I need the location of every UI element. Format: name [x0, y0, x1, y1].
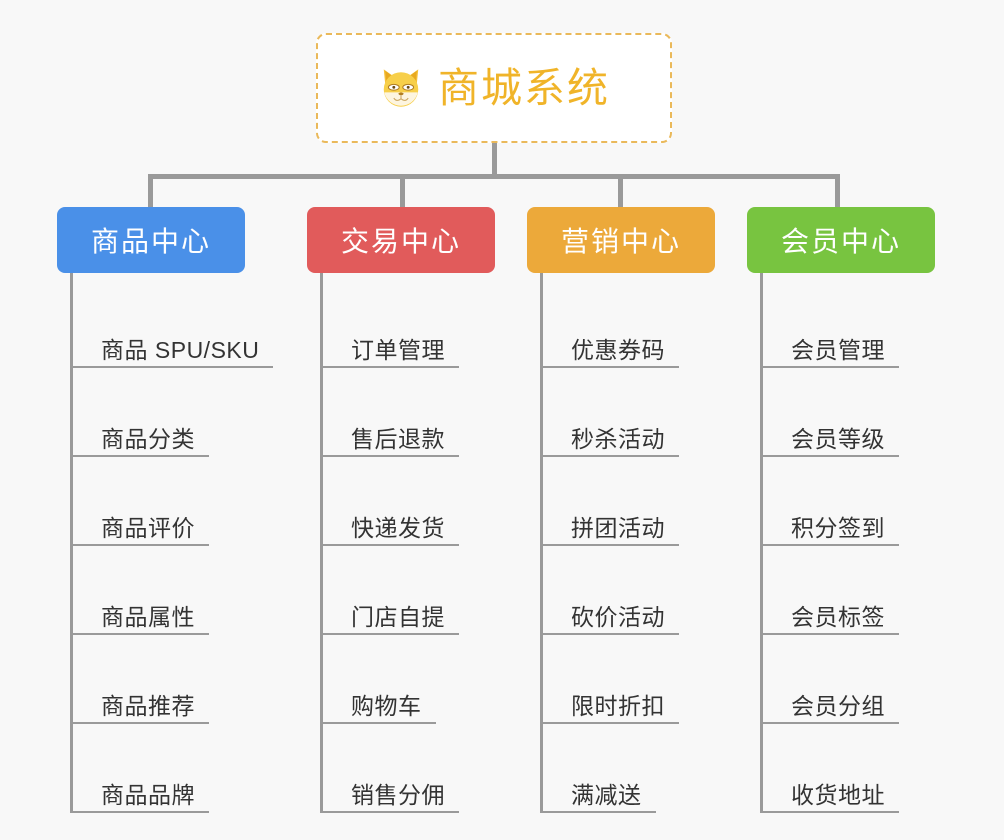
- branch-leaf-list-2: 优惠券码 秒杀活动 拼团活动 砍价活动 限时折扣 满减送: [540, 273, 715, 813]
- connector-root-stem: [492, 143, 497, 177]
- leaf-item[interactable]: 商品评价: [73, 457, 245, 546]
- leaf-underline: [763, 633, 899, 635]
- leaf-label: 商品分类: [101, 426, 195, 453]
- leaf-label: 满减送: [571, 782, 642, 809]
- leaf-underline: [323, 722, 436, 724]
- leaf-label: 销售分佣: [351, 782, 445, 809]
- leaf-item[interactable]: 积分签到: [763, 457, 935, 546]
- leaf-underline: [323, 455, 459, 457]
- branch-leaf-list-0: 商品 SPU/SKU 商品分类 商品评价 商品属性 商品推荐 商品品牌: [70, 273, 273, 813]
- branch-header-label: 会员中心: [780, 226, 901, 257]
- leaf-label: 快递发货: [351, 515, 445, 542]
- branch-column-3: 会员中心 会员管理 会员等级 积分签到 会员标签 会员分组: [747, 207, 935, 813]
- leaf-item[interactable]: 商品属性: [73, 546, 245, 635]
- leaf-label: 商品推荐: [101, 693, 195, 720]
- leaf-underline: [763, 366, 899, 368]
- leaf-label: 会员标签: [791, 604, 885, 631]
- branch-header-3[interactable]: 会员中心: [747, 207, 935, 273]
- shiba-dog-icon: [383, 69, 419, 107]
- branch-header-label: 商品中心: [90, 226, 211, 257]
- leaf-item[interactable]: 商品推荐: [73, 635, 245, 724]
- leaf-label: 购物车: [351, 693, 422, 720]
- leaf-label: 积分签到: [791, 515, 885, 542]
- leaf-label: 会员管理: [791, 337, 885, 364]
- leaf-item[interactable]: 售后退款: [323, 368, 495, 457]
- branch-header-0[interactable]: 商品中心: [57, 207, 245, 273]
- connector-drop-1: [148, 174, 153, 208]
- leaf-label: 优惠券码: [571, 337, 665, 364]
- leaf-label: 收货地址: [791, 782, 885, 809]
- leaf-label: 限时折扣: [571, 693, 665, 720]
- leaf-underline: [763, 544, 899, 546]
- leaf-label: 商品属性: [101, 604, 195, 631]
- leaf-underline: [73, 544, 209, 546]
- branch-header-2[interactable]: 营销中心: [527, 207, 715, 273]
- leaf-underline: [543, 633, 679, 635]
- branch-header-label: 交易中心: [340, 226, 461, 257]
- leaf-label: 售后退款: [351, 426, 445, 453]
- connector-drop-4: [835, 174, 840, 208]
- leaf-item[interactable]: 快递发货: [323, 457, 495, 546]
- leaf-underline: [323, 811, 459, 813]
- leaf-label: 秒杀活动: [571, 426, 665, 453]
- connector-horizontal-bus: [148, 174, 840, 179]
- branch-column-2: 营销中心 优惠券码 秒杀活动 拼团活动 砍价活动 限时折扣: [527, 207, 715, 813]
- leaf-item[interactable]: 秒杀活动: [543, 368, 715, 457]
- leaf-underline: [543, 455, 679, 457]
- leaf-underline: [543, 366, 679, 368]
- leaf-underline: [763, 455, 899, 457]
- leaf-item[interactable]: 限时折扣: [543, 635, 715, 724]
- leaf-item[interactable]: 门店自提: [323, 546, 495, 635]
- leaf-label: 拼团活动: [571, 515, 665, 542]
- leaf-item[interactable]: 商品品牌: [73, 724, 245, 813]
- leaf-item[interactable]: 会员分组: [763, 635, 935, 724]
- leaf-underline: [323, 366, 459, 368]
- leaf-item[interactable]: 商品 SPU/SKU: [73, 279, 273, 368]
- leaf-underline: [73, 366, 273, 368]
- branch-column-0: 商品中心 商品 SPU/SKU 商品分类 商品评价 商品属性 商品推荐: [57, 207, 273, 813]
- leaf-underline: [763, 811, 899, 813]
- leaf-underline: [323, 633, 459, 635]
- connector-drop-2: [400, 174, 405, 208]
- leaf-label: 订单管理: [351, 337, 445, 364]
- leaf-label: 商品评价: [101, 515, 195, 542]
- leaf-item[interactable]: 购物车: [323, 635, 495, 724]
- leaf-item[interactable]: 会员等级: [763, 368, 935, 457]
- leaf-item[interactable]: 销售分佣: [323, 724, 495, 813]
- leaf-underline: [543, 722, 679, 724]
- leaf-item[interactable]: 砍价活动: [543, 546, 715, 635]
- leaf-label: 砍价活动: [571, 604, 665, 631]
- leaf-underline: [323, 544, 459, 546]
- leaf-label: 商品品牌: [101, 782, 195, 809]
- leaf-underline: [763, 722, 899, 724]
- leaf-item[interactable]: 优惠券码: [543, 279, 715, 368]
- branch-leaf-list-3: 会员管理 会员等级 积分签到 会员标签 会员分组 收货地址: [760, 273, 935, 813]
- leaf-label: 会员等级: [791, 426, 885, 453]
- leaf-label: 门店自提: [351, 604, 445, 631]
- branch-column-1: 交易中心 订单管理 售后退款 快递发货 门店自提 购物车: [307, 207, 495, 813]
- leaf-underline: [543, 544, 679, 546]
- leaf-item[interactable]: 会员管理: [763, 279, 935, 368]
- branch-header-1[interactable]: 交易中心: [307, 207, 495, 273]
- leaf-underline: [73, 722, 209, 724]
- leaf-label: 商品 SPU/SKU: [101, 337, 260, 364]
- connector-drop-3: [618, 174, 623, 208]
- leaf-item[interactable]: 收货地址: [763, 724, 935, 813]
- leaf-underline: [73, 811, 209, 813]
- leaf-underline: [73, 455, 209, 457]
- leaf-item[interactable]: 满减送: [543, 724, 715, 813]
- leaf-underline: [543, 811, 656, 813]
- leaf-underline: [73, 633, 209, 635]
- leaf-item[interactable]: 订单管理: [323, 279, 495, 368]
- root-title: 商城系统: [438, 64, 610, 111]
- branch-header-label: 营销中心: [560, 226, 681, 257]
- leaf-item[interactable]: 会员标签: [763, 546, 935, 635]
- leaf-item[interactable]: 商品分类: [73, 368, 245, 457]
- root-node[interactable]: 商城系统: [316, 33, 672, 143]
- leaf-label: 会员分组: [791, 693, 885, 720]
- leaf-item[interactable]: 拼团活动: [543, 457, 715, 546]
- branch-leaf-list-1: 订单管理 售后退款 快递发货 门店自提 购物车 销售分佣: [320, 273, 495, 813]
